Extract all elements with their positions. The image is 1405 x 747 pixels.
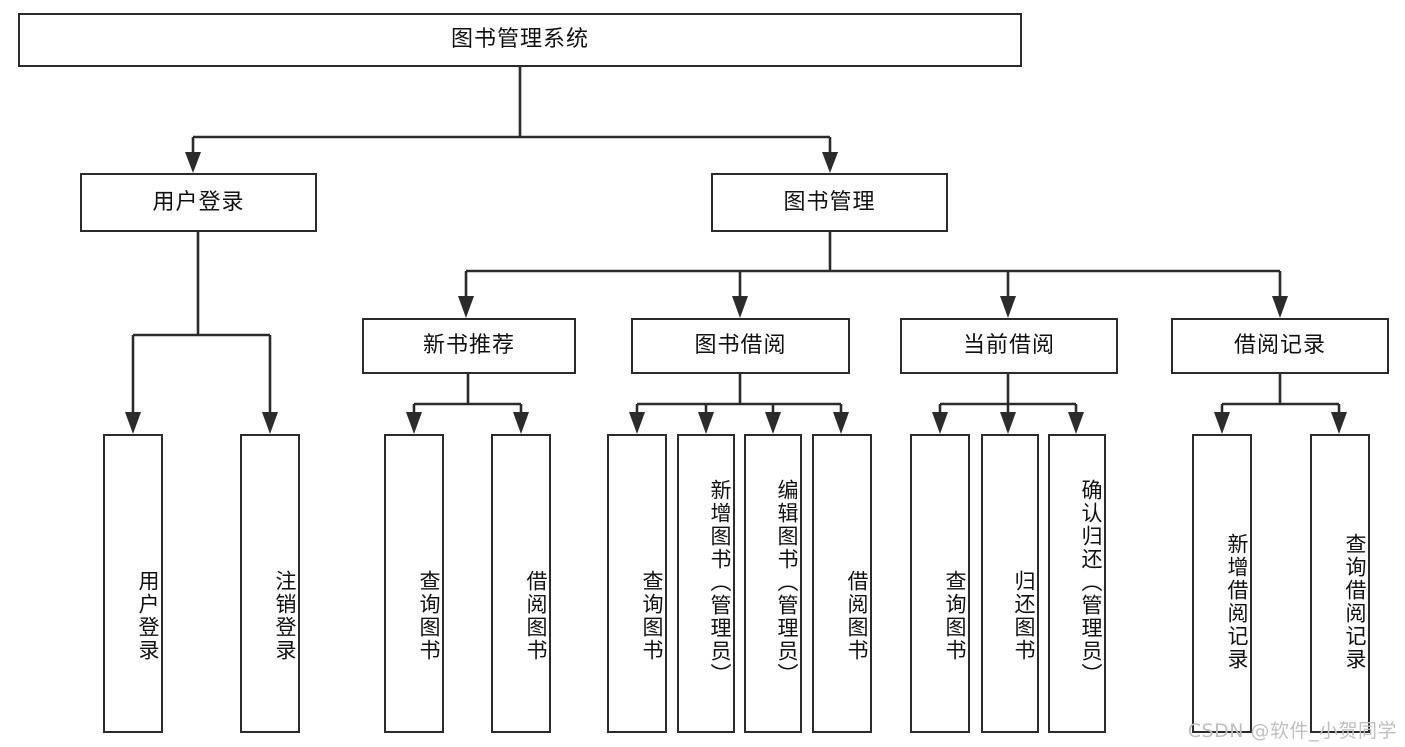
leaf-confirm-return-admin[interactable]: 确认归还（管理员）: [1048, 434, 1106, 733]
node-label: 用户登录: [152, 189, 245, 215]
node-label: 查询图书: [943, 570, 967, 662]
leaf-query-borrow-record[interactable]: 查询借阅记录: [1310, 434, 1370, 733]
node-label: 图书借阅: [694, 333, 787, 359]
node-user-login[interactable]: 用户登录: [80, 173, 317, 232]
leaf-add-borrow-record[interactable]: 新增借阅记录: [1192, 434, 1252, 733]
node-borrowing-record[interactable]: 借阅记录: [1171, 318, 1389, 374]
node-label: 查询图书: [640, 570, 664, 662]
leaf-borrow-book-newbook[interactable]: 借阅图书: [491, 434, 551, 733]
leaf-borrow-book[interactable]: 借阅图书: [812, 434, 872, 733]
node-label: 新增图书（管理员）: [708, 479, 732, 686]
node-label: 图书管理: [783, 189, 876, 215]
leaf-query-book-newbook[interactable]: 查询图书: [384, 434, 444, 733]
leaf-user-login[interactable]: 用户登录: [103, 434, 163, 733]
node-book-borrowing[interactable]: 图书借阅: [631, 318, 850, 374]
leaf-return-book[interactable]: 归还图书: [981, 434, 1039, 733]
node-label: 新增借阅记录: [1225, 532, 1249, 671]
node-label: 编辑图书（管理员）: [775, 479, 799, 686]
leaf-query-book-current[interactable]: 查询图书: [910, 434, 970, 733]
node-new-book-recommendation[interactable]: 新书推荐: [362, 318, 576, 374]
node-label: 注销登录: [273, 570, 297, 662]
node-book-management[interactable]: 图书管理: [711, 173, 948, 232]
leaf-query-book-borrow[interactable]: 查询图书: [607, 434, 667, 733]
node-label: 新书推荐: [422, 333, 515, 359]
leaf-edit-book-admin[interactable]: 编辑图书（管理员）: [744, 434, 802, 733]
node-label: 查询图书: [417, 570, 441, 662]
node-label: 当前借阅: [962, 333, 1055, 359]
node-current-borrowing[interactable]: 当前借阅: [900, 318, 1118, 374]
node-root-book-management-system[interactable]: 图书管理系统: [18, 13, 1022, 67]
node-label: 借阅图书: [524, 570, 548, 662]
node-label: 确认归还（管理员）: [1079, 479, 1103, 686]
node-label: 借阅图书: [845, 570, 869, 662]
node-label: 查询借阅记录: [1343, 532, 1367, 671]
leaf-add-book-admin[interactable]: 新增图书（管理员）: [677, 434, 735, 733]
node-label: 图书管理系统: [450, 27, 589, 53]
leaf-logout[interactable]: 注销登录: [240, 434, 300, 733]
node-label: 归还图书: [1012, 570, 1036, 662]
node-label: 借阅记录: [1233, 333, 1326, 359]
node-label: 用户登录: [136, 570, 160, 662]
